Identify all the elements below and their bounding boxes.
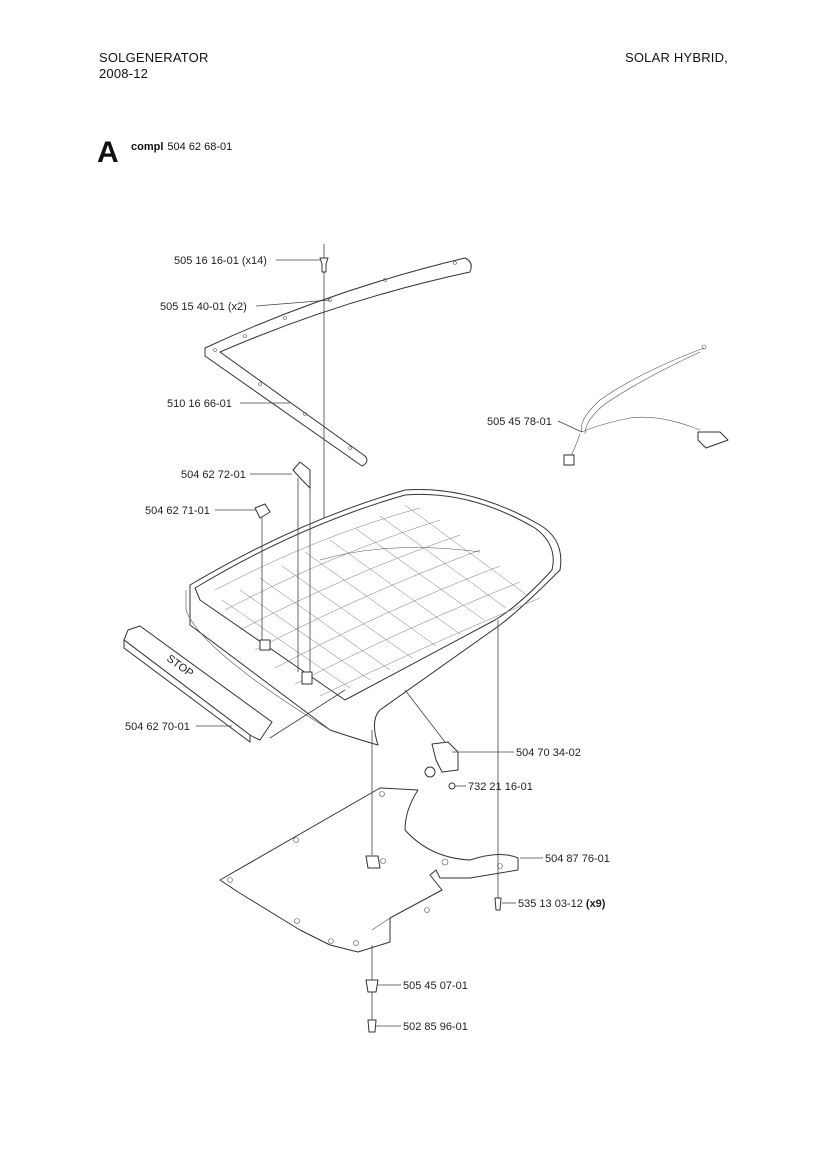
cable-harness-part (563, 344, 729, 466)
document-date: 2008-12 (99, 66, 149, 81)
label-screw-number: 535 13 03-12 (518, 898, 583, 910)
compl-word: compl (131, 141, 164, 153)
label-screw: 535 13 03-12 (x9) (518, 898, 606, 910)
bracket-part (404, 689, 459, 790)
screw-part (494, 897, 502, 911)
label-cable: 505 45 78-01 (487, 416, 552, 428)
stop-cover-part: STOP (123, 625, 346, 743)
label-rivet: 505 16 16-01 (x14) (174, 255, 267, 267)
hinge-clip-part (254, 503, 271, 651)
header-right: SOLAR HYBRID, (625, 50, 728, 66)
clip-part (365, 979, 379, 993)
section-letter: A (97, 136, 119, 169)
label-screw-qty: (x9) (586, 898, 606, 910)
solar-panel-hood-part (185, 488, 562, 746)
label-clip: 505 45 07-01 (403, 980, 468, 992)
label-hinge-clip: 504 62 71-01 (145, 505, 210, 517)
compl-part-number: 504 62 68-01 (167, 141, 233, 153)
label-stop-cover: 504 62 70-01 (125, 721, 190, 733)
rivet-part (319, 244, 329, 528)
header-left: SOLGENERATOR 2008-12 (99, 50, 209, 82)
document-title: SOLGENERATOR (99, 50, 209, 65)
label-bracket: 504 70 34-02 (516, 747, 581, 759)
label-base-plate: 504 87 76-01 (545, 853, 610, 865)
base-plate-part (219, 787, 519, 953)
bolt-part (367, 1019, 377, 1033)
label-frame: 510 16 66-01 (167, 398, 232, 410)
label-nut: 732 21 16-01 (468, 781, 533, 793)
frame-rail-part (204, 257, 472, 467)
label-rail: 505 15 40-01 (x2) (160, 301, 247, 313)
hinge-part (292, 461, 313, 685)
model-title: SOLAR HYBRID, (624, 50, 728, 65)
label-bolt: 502 85 96-01 (403, 1021, 468, 1033)
label-hinge: 504 62 72-01 (181, 469, 246, 481)
